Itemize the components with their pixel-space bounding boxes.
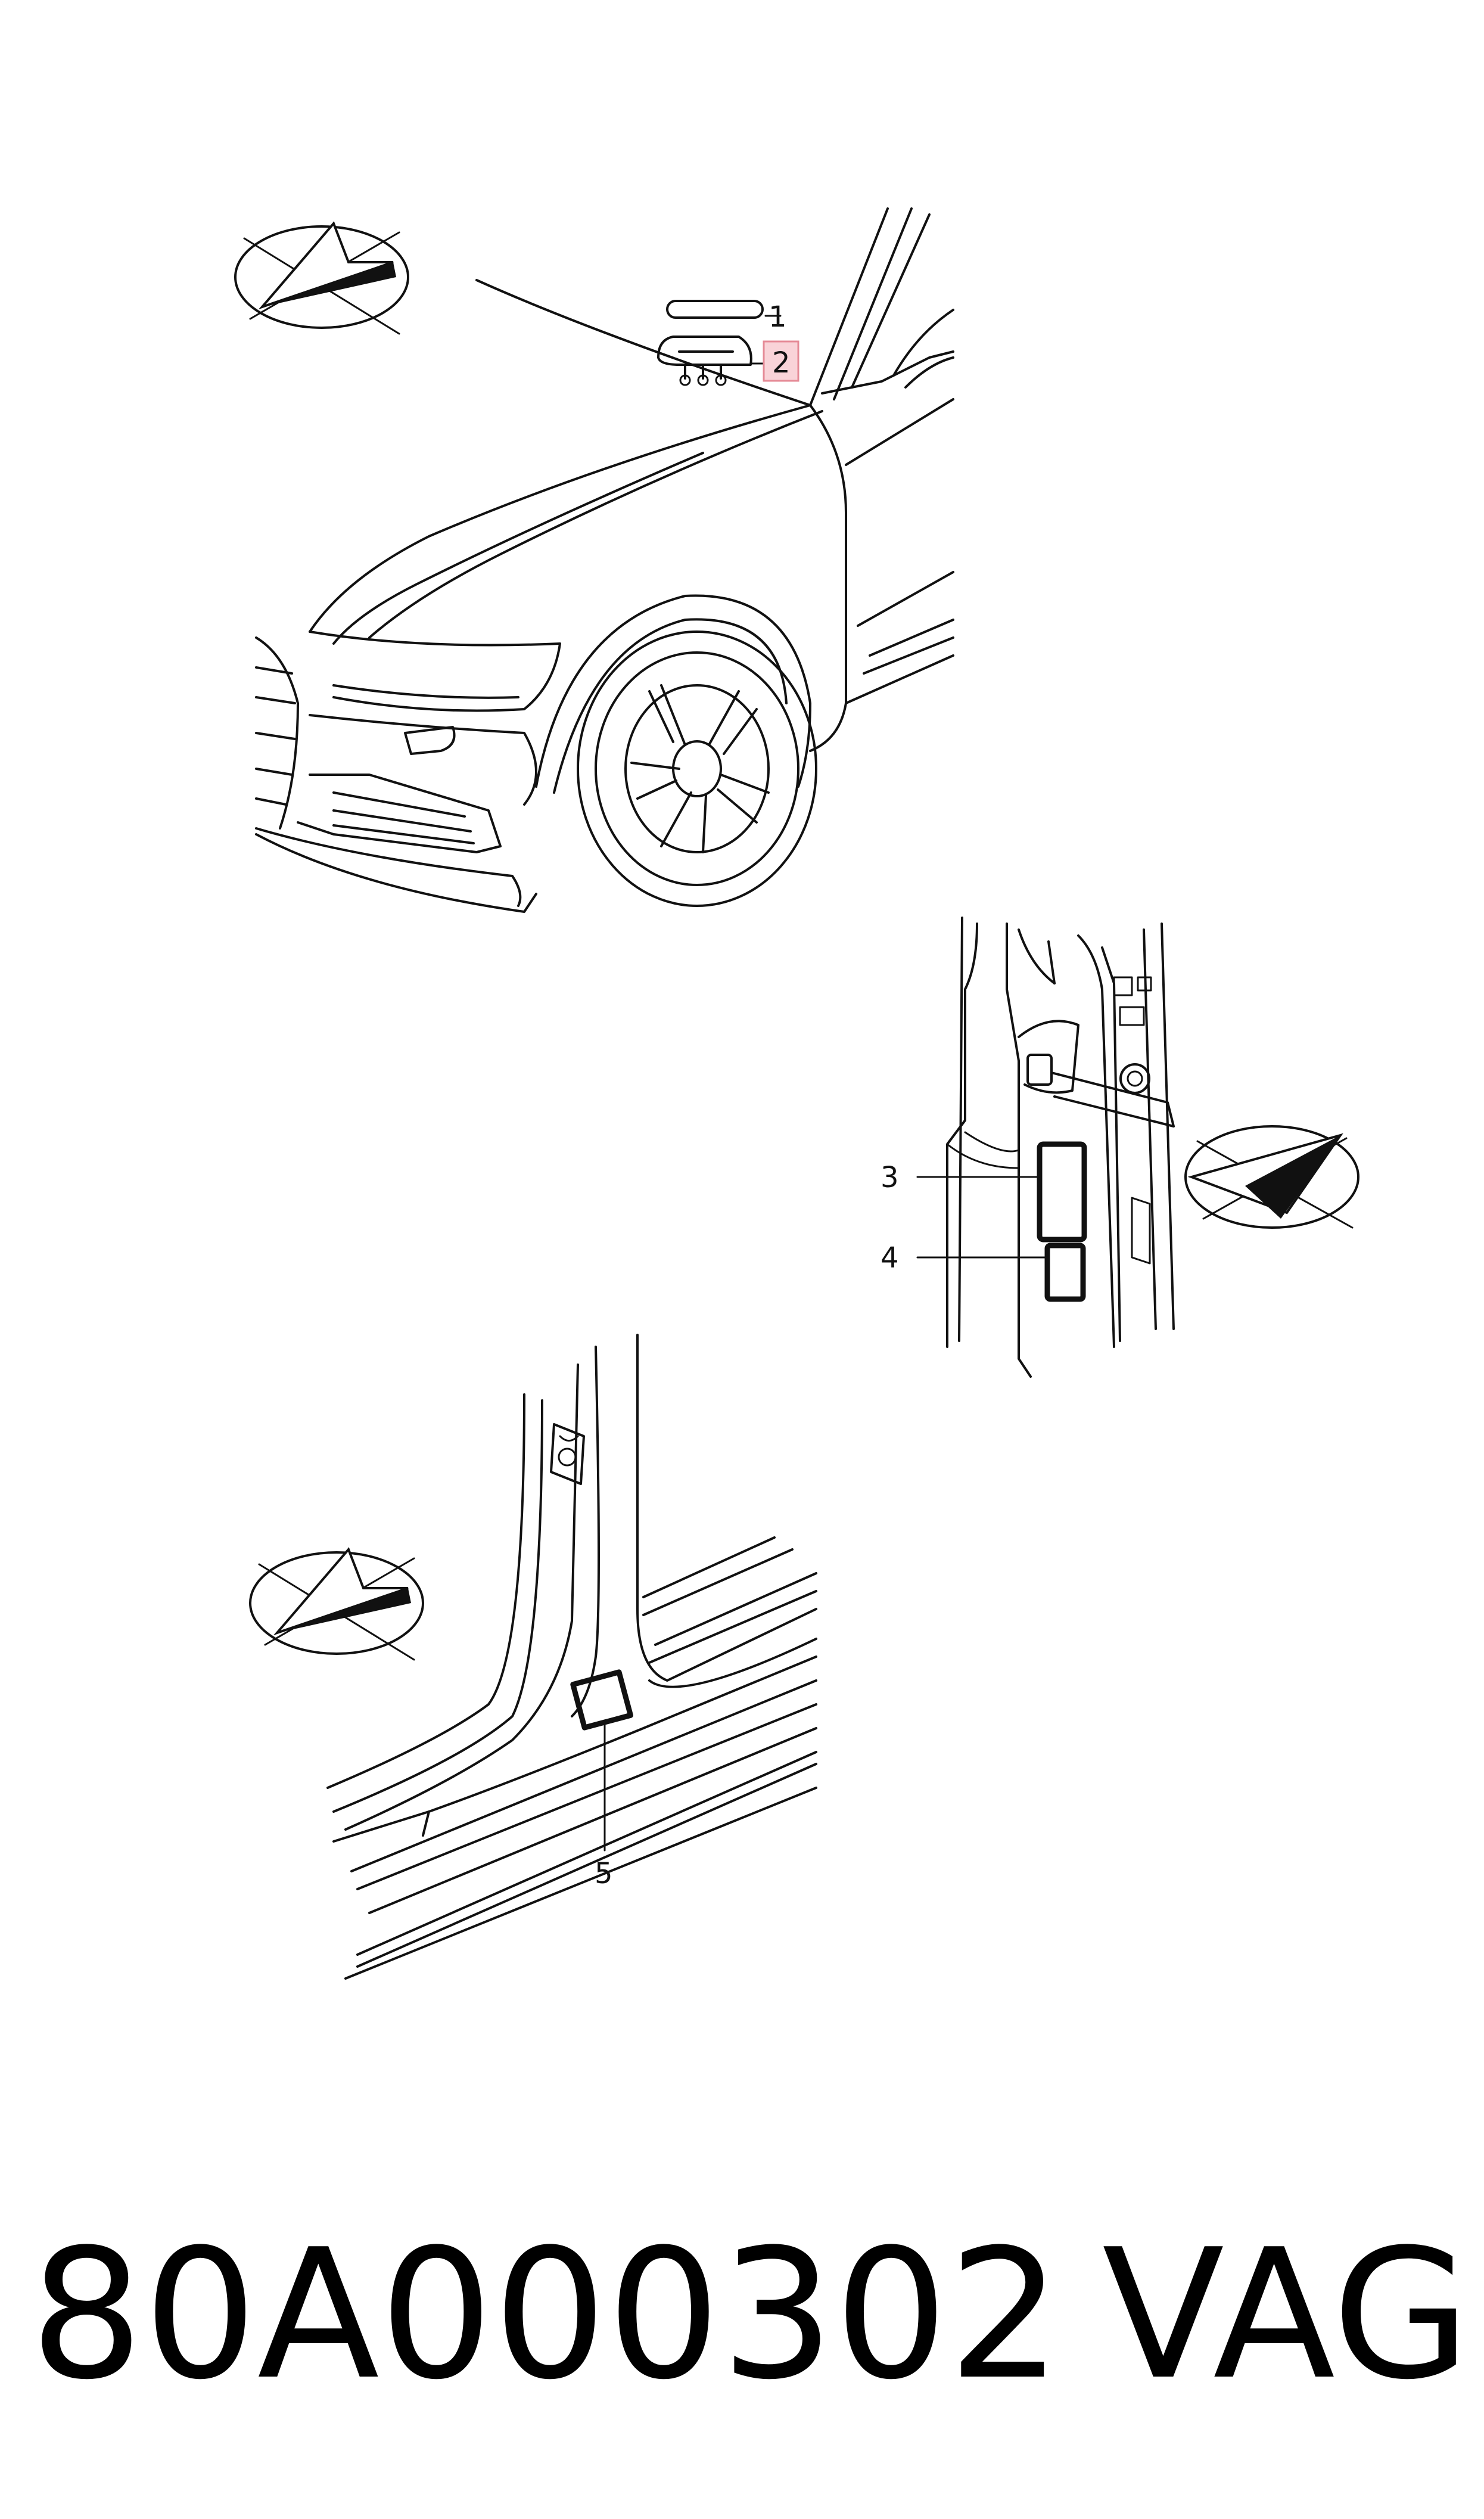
callout-label-2: 2 <box>772 346 791 380</box>
direction-arrow-icon <box>1184 1125 1359 1229</box>
door-pillar-view <box>916 917 1359 1378</box>
brand-label: VAG <box>1102 2211 1471 2419</box>
part-number: 80A000302 <box>30 2211 1062 2419</box>
direction-arrow-icon <box>234 221 409 335</box>
callout-label-1: 1 <box>769 300 787 334</box>
callout-label-3: 3 <box>881 1161 899 1194</box>
door-sill-view <box>249 1334 817 1980</box>
car-front-view <box>234 207 954 913</box>
callout-4[interactable]: 4 <box>881 1241 899 1275</box>
callout-3[interactable]: 3 <box>881 1161 899 1194</box>
callout-2[interactable]: 2 <box>763 340 799 382</box>
callout-1[interactable]: 1 <box>769 300 787 334</box>
callout-label-5: 5 <box>595 1857 613 1890</box>
callout-label-4: 4 <box>881 1241 899 1275</box>
direction-arrow-icon <box>249 1547 424 1661</box>
callout-5[interactable]: 5 <box>595 1857 613 1890</box>
